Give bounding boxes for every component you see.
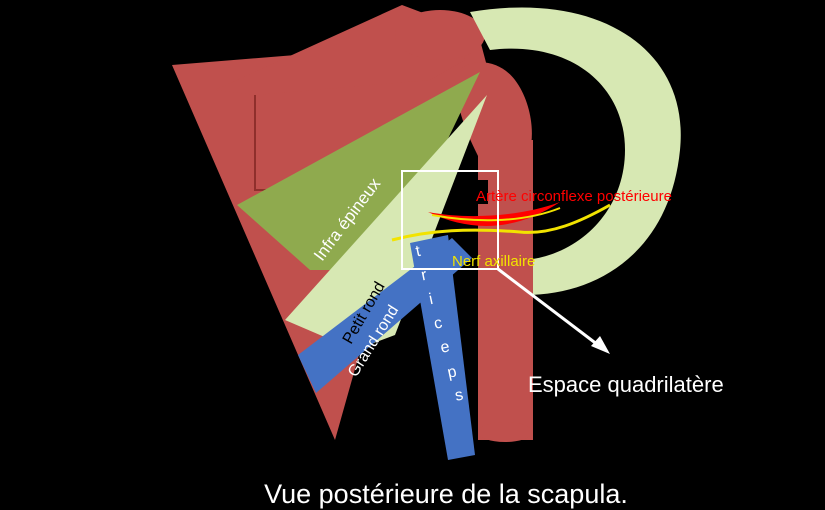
pointer-arrow-head	[591, 336, 610, 354]
teres-minor-muscle	[285, 95, 487, 350]
deltoid-muscle	[470, 7, 681, 296]
label-nerf: Nerf axillaire	[452, 253, 535, 270]
quadrilateral-space-box	[401, 170, 499, 270]
axillary-nerve	[391, 203, 611, 242]
quadrilateral-space-notch	[476, 180, 488, 204]
label-artere: Artère circonflexe postérieure	[476, 188, 672, 205]
triceps-letter: e	[439, 338, 451, 356]
label-deltoide: deltoïde	[597, 112, 616, 173]
triceps-letter: i	[428, 291, 435, 308]
triceps-letter: c	[432, 314, 443, 332]
triceps-letter: r	[420, 267, 429, 285]
triceps-letter: p	[446, 363, 458, 381]
acromion	[395, 10, 485, 60]
label-triceps: t r i c e p s	[414, 243, 465, 405]
triceps-muscle	[410, 235, 475, 460]
caption: Vue postérieure de la scapula.	[264, 479, 628, 509]
label-espace: Espace quadrilatère	[528, 372, 724, 397]
infraspinatus-muscle	[237, 72, 480, 270]
humerus-head	[455, 62, 532, 161]
triceps-letter: t	[414, 243, 422, 261]
humerus-shaft-end	[478, 422, 532, 442]
axillary-nerve-branch	[431, 207, 561, 222]
pointer-arrow-line	[497, 267, 603, 350]
triceps-letter: s	[453, 386, 464, 404]
